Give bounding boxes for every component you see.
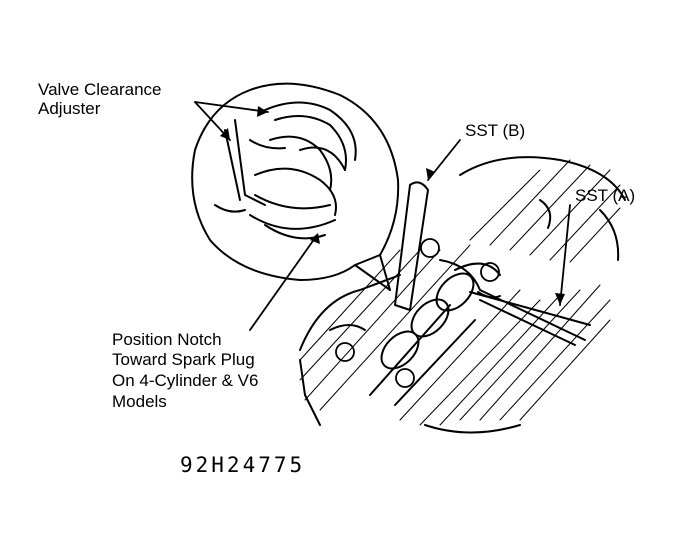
notch-label-line4: Models	[112, 392, 167, 411]
valve-stems	[335, 238, 500, 388]
arrowheads	[220, 106, 565, 305]
notch-label-line2: Toward Spark Plug	[112, 350, 255, 369]
sst-a-label: SST (A)	[575, 186, 636, 205]
notch-label-line1: Position Notch	[112, 330, 222, 349]
camshaft	[369, 262, 501, 406]
figure-number: 92H24775	[180, 453, 306, 477]
cylinder-head-outline	[299, 156, 626, 434]
detail-magnifier	[191, 82, 400, 291]
sst-b-label: SST (B)	[465, 121, 526, 140]
adjuster-label-line1: Valve Clearance	[38, 80, 162, 99]
sst-a-tool	[439, 259, 591, 346]
sst-b-tool	[394, 181, 429, 311]
adjuster-label-line2: Adjuster	[38, 99, 101, 118]
cylinder-head-hatching	[299, 159, 621, 426]
notch-label-line3: On 4-Cylinder & V6	[112, 371, 259, 390]
